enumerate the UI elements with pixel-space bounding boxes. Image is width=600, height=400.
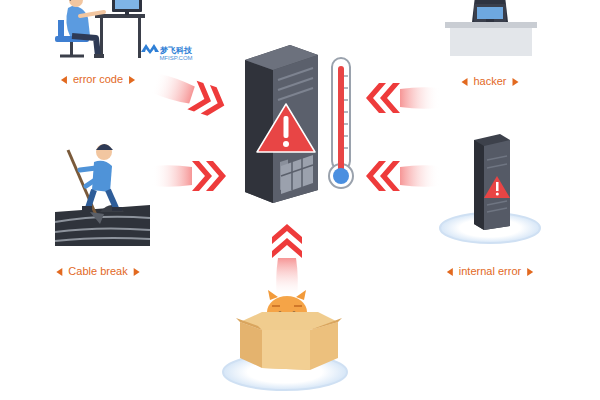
cat-in-box — [223, 290, 347, 390]
cause-label: hacker — [473, 75, 506, 88]
hacker-figure — [445, 0, 537, 56]
marker-right — [134, 268, 140, 276]
marker-right — [527, 268, 533, 276]
office-worker — [55, 0, 145, 58]
watermark: MFISP.COM — [159, 55, 192, 62]
cause-label: internal error — [459, 265, 521, 278]
watermark: 梦飞科技 — [160, 46, 192, 56]
marker-right — [129, 76, 135, 84]
watermark-logo — [141, 44, 159, 54]
marker-left — [61, 76, 67, 84]
marker-left — [447, 268, 453, 276]
thermometer — [329, 58, 353, 188]
cause-label: Cable break — [68, 265, 127, 278]
main-server — [245, 45, 318, 203]
marker-right — [513, 78, 519, 86]
marker-left — [461, 78, 467, 86]
cause-label: error code — [73, 73, 123, 86]
marker-left — [56, 268, 62, 276]
digging-worker — [55, 144, 150, 246]
faulty-server — [440, 134, 540, 243]
